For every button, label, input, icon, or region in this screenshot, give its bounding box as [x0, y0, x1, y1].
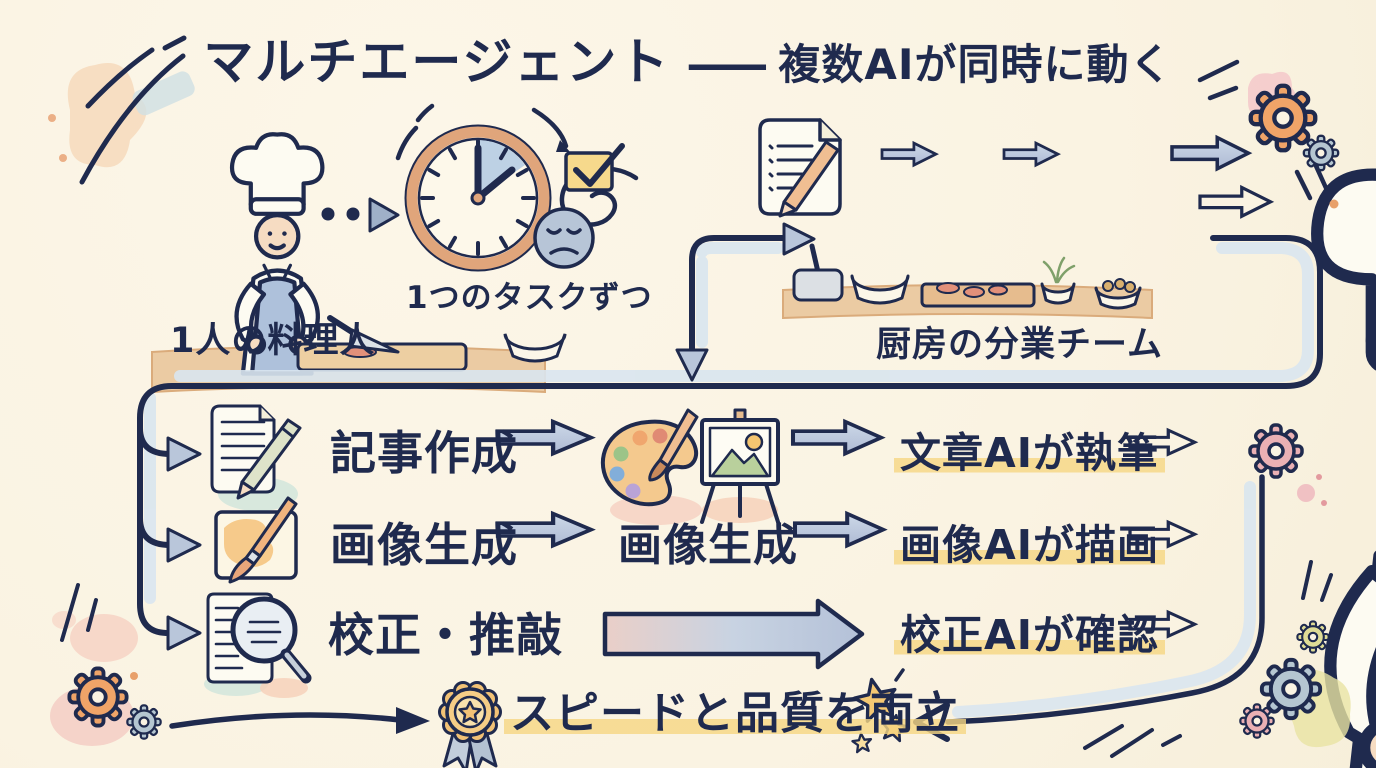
footer-benefit-label: スピードと品質を両立	[504, 689, 966, 739]
row2-task-label: 画像生成	[330, 518, 518, 572]
row1-result-label: 文章AIが執筆	[894, 430, 1165, 477]
chef-pink	[1315, 134, 1376, 768]
row2-result-label: 画像AIが描画	[894, 522, 1165, 569]
arrow-chef1-chef2	[880, 141, 938, 167]
palette-icon	[600, 408, 702, 525]
row-article	[210, 404, 1327, 525]
arrow-team-out-2	[1198, 185, 1273, 218]
cutting-board	[296, 342, 468, 372]
arrow-row2-b	[795, 514, 883, 546]
decor-top-left	[48, 35, 195, 185]
connector-main-loop	[137, 235, 1323, 651]
gear-icon	[1302, 134, 1340, 172]
row3-result-label: 校正AIが確認	[894, 612, 1165, 659]
dots-then-icon	[321, 197, 400, 233]
document-pencil-icon	[758, 118, 842, 218]
row-proofread	[204, 592, 1197, 698]
document-pen-icon	[210, 404, 302, 511]
arrow-to-result	[169, 712, 403, 729]
connector-echoes	[144, 242, 1314, 718]
connector-elbow-middle	[675, 222, 816, 382]
row1-task-label: 記事作成	[330, 426, 518, 480]
arrow-team-out-1	[1170, 135, 1251, 171]
gear-row1	[1248, 423, 1327, 506]
clock-icon	[395, 103, 552, 272]
title-main: マルチエージェント	[203, 33, 671, 91]
gear-icon	[1239, 703, 1275, 739]
easel-picture-icon	[700, 408, 780, 524]
stars-decor	[849, 668, 911, 754]
decor-bottom-left	[50, 583, 430, 746]
gear-icon	[1251, 86, 1315, 150]
medal-icon	[438, 681, 502, 768]
decor-bottom-right	[1239, 560, 1351, 748]
kitchen-utensils	[792, 243, 1142, 310]
title-dash-icon: ——	[686, 39, 768, 90]
team-scene	[758, 118, 1376, 768]
single-task-label: 1つのタスクずつ	[406, 280, 653, 316]
title-subtitle: 複数AIが同時に動く	[778, 40, 1173, 89]
checkbox-check-icon	[531, 107, 625, 192]
decor-top-right	[1197, 59, 1340, 209]
knife-icon	[327, 315, 400, 354]
brush-canvas-icon	[214, 496, 298, 584]
row3-task-label: 校正・推敲	[328, 608, 563, 662]
row2-mid-label: 画像生成	[618, 520, 798, 571]
gear-icon	[67, 666, 129, 728]
arrow-chef2-chef3	[1002, 141, 1060, 167]
arrow-row1-b	[793, 422, 881, 454]
bowl-icon	[503, 333, 567, 363]
page-title: マルチエージェント —— 複数AIが同時に動く	[0, 22, 1376, 94]
gear-icon	[1296, 620, 1330, 654]
team-caption: 厨房の分業チーム	[876, 325, 1163, 365]
sad-face-icon	[533, 207, 595, 269]
gear-icon	[126, 704, 162, 740]
document-magnifier-icon	[204, 592, 312, 698]
gear-icon	[1248, 423, 1304, 479]
arrow-row3-long	[602, 598, 865, 670]
gear-icon	[1259, 657, 1323, 721]
row-image	[214, 496, 1197, 584]
solo-chef-caption: 1人の料理人	[170, 321, 376, 361]
